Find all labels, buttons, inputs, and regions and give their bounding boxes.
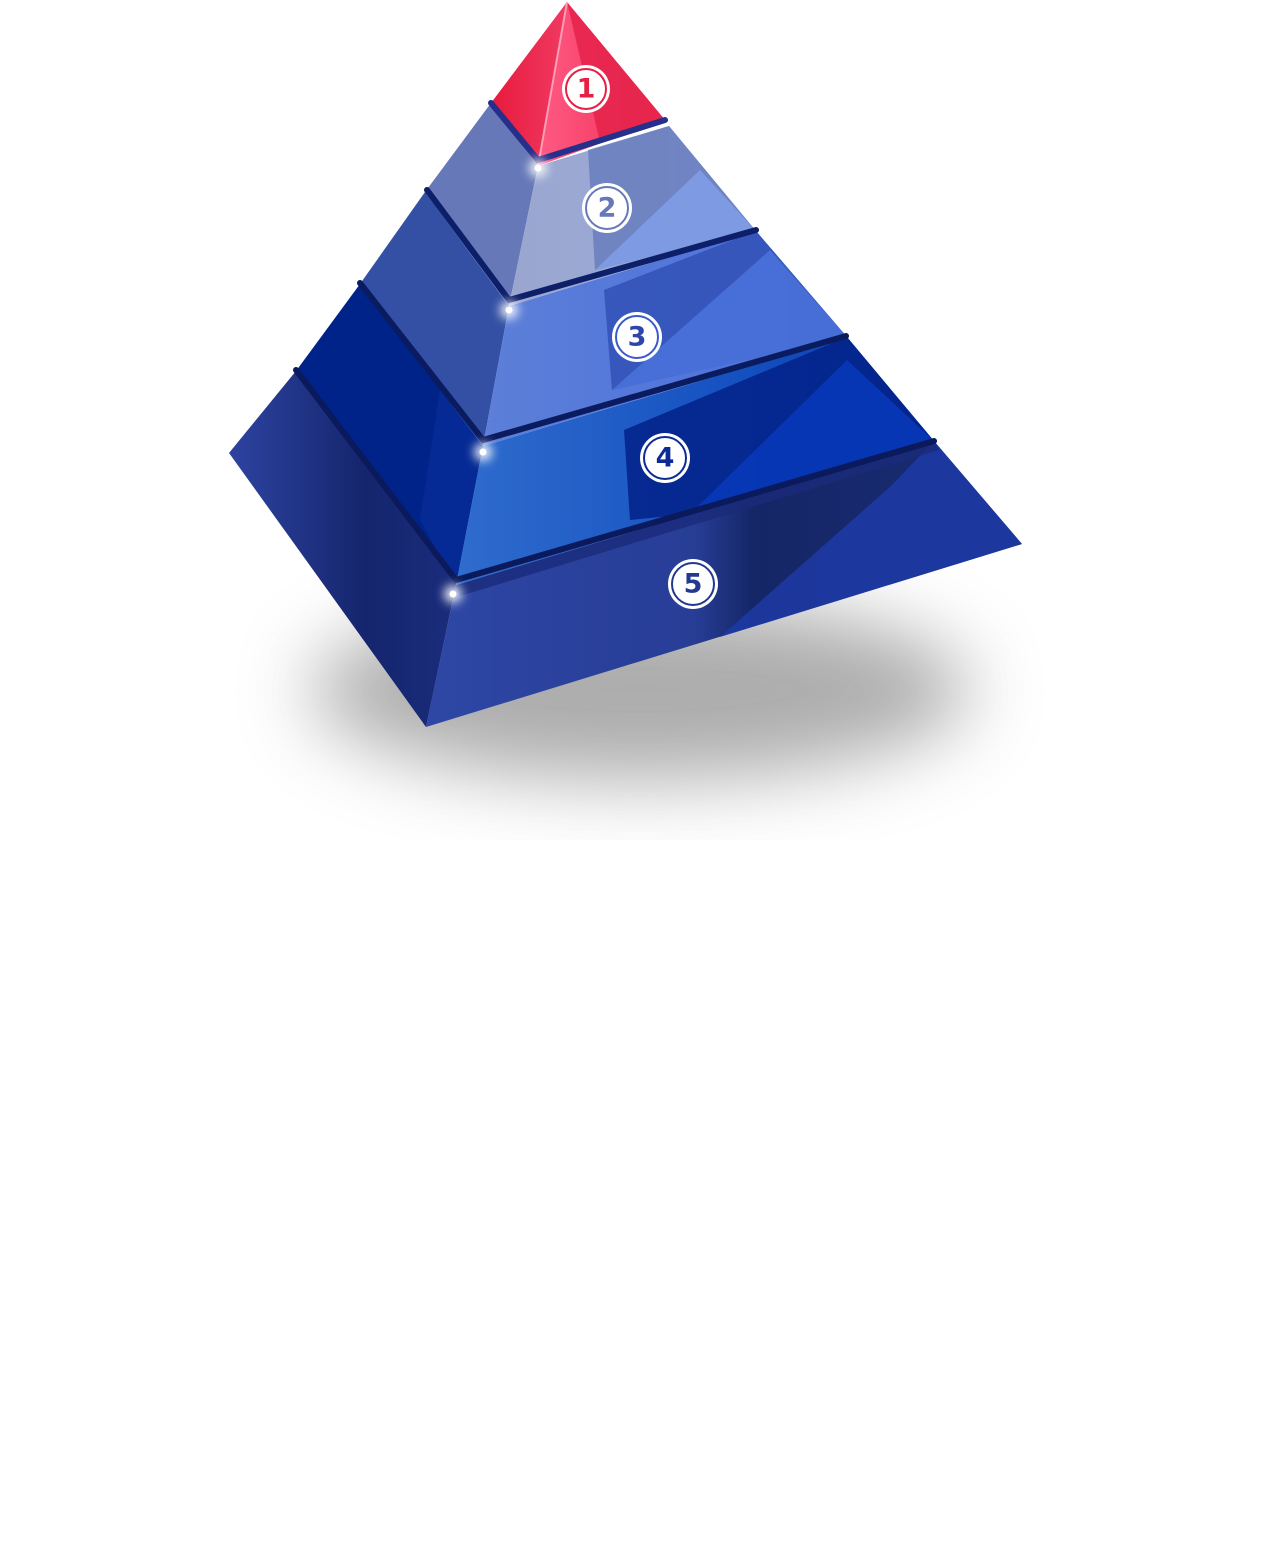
level-label-3: 3 xyxy=(628,322,647,353)
pyramid-tier-2 xyxy=(425,103,756,306)
level-badge-4: 4 xyxy=(640,433,690,483)
sparkle-glints xyxy=(444,159,547,603)
level-badge-5: 5 xyxy=(668,559,718,609)
level-label-5: 5 xyxy=(684,569,703,600)
pyramid-tier-4 xyxy=(296,284,934,585)
level-badge-3: 3 xyxy=(612,312,662,362)
level-label-1: 1 xyxy=(577,74,596,105)
level-label-2: 2 xyxy=(598,193,617,224)
tier-ledges xyxy=(293,100,937,584)
pyramid-tier-5 xyxy=(229,371,1022,727)
level-badge-2: 2 xyxy=(582,183,632,233)
level-badge-1: 1 xyxy=(562,65,610,113)
pyramid-diagram: 1 2 3 4 5 xyxy=(229,1,1022,780)
level-label-4: 4 xyxy=(656,443,675,474)
